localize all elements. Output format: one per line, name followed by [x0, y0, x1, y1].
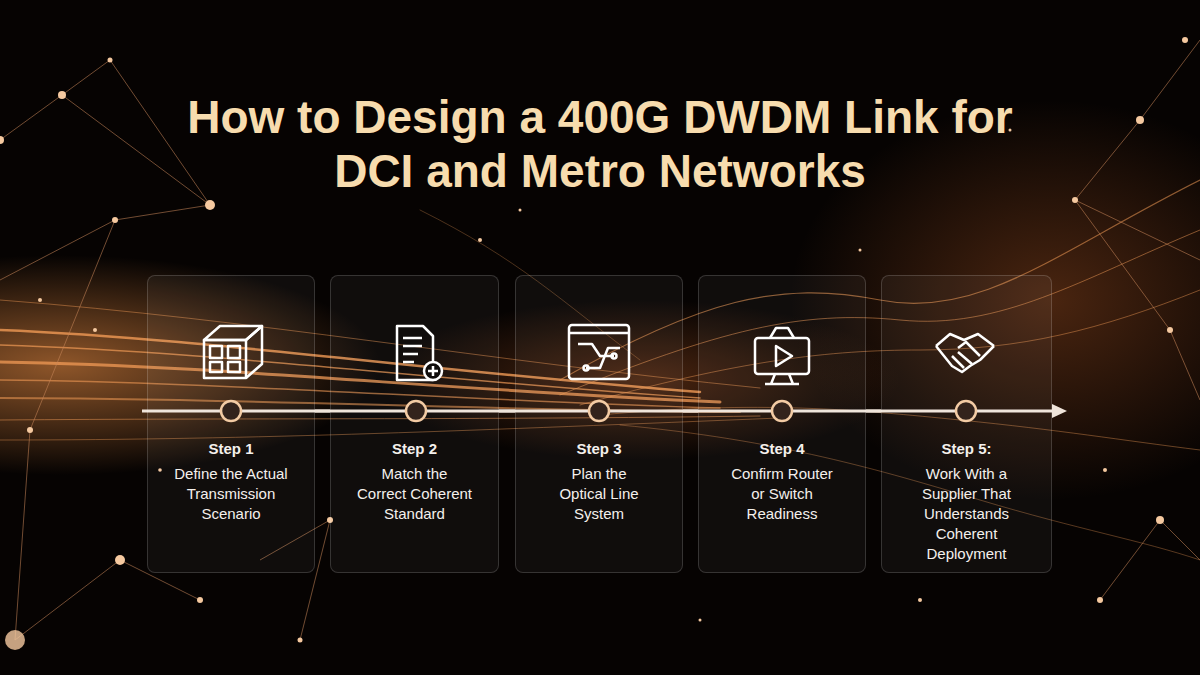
step-description: Match the Correct Coherent Standard [356, 464, 474, 524]
step-card: Step 2 Match the Correct Coherent Standar… [330, 275, 499, 573]
step-label: Step 1 [208, 439, 253, 459]
step-text: Step 5: Work With a Supplier That Underst… [882, 439, 1051, 564]
step-description: Define the Actual Transmission Scenario [161, 464, 301, 524]
timeline-connector [499, 411, 515, 412]
timeline-connector [315, 411, 330, 412]
step-card: Step 1 Define the Actual Transmission Sce… [147, 275, 315, 573]
step-description: Confirm Router or Switch Readiness [725, 464, 839, 524]
step-card: Step 5: Work With a Supplier That Underst… [881, 275, 1052, 573]
step-description: Plan the Optical Line System [551, 464, 647, 524]
page-title: How to Design a 400G DWDM Link for DCI a… [150, 90, 1050, 198]
step-label: Step 3 [576, 439, 621, 459]
timeline-connector [866, 411, 881, 412]
step-description: Work With a Supplier That Understands Co… [912, 464, 1022, 564]
step-text: Step 2 Match the Correct Coherent Standar… [331, 439, 498, 524]
step-text: Step 4 Confirm Router or Switch Readiness [699, 439, 865, 524]
step-card: Step 3 Plan the Optical Line System [515, 275, 683, 573]
connector-line [499, 410, 515, 413]
step-label: Step 4 [759, 439, 804, 459]
step-label: Step 5: [941, 439, 991, 459]
step-card: Step 4 Confirm Router or Switch Readiness [698, 275, 866, 573]
step-label: Step 2 [392, 439, 437, 459]
connector-line [866, 410, 881, 413]
connector-line [683, 410, 698, 413]
timeline-connector [683, 411, 698, 412]
step-text: Step 3 Plan the Optical Line System [516, 439, 682, 524]
connector-line [315, 410, 330, 413]
step-text: Step 1 Define the Actual Transmission Sce… [148, 439, 314, 524]
